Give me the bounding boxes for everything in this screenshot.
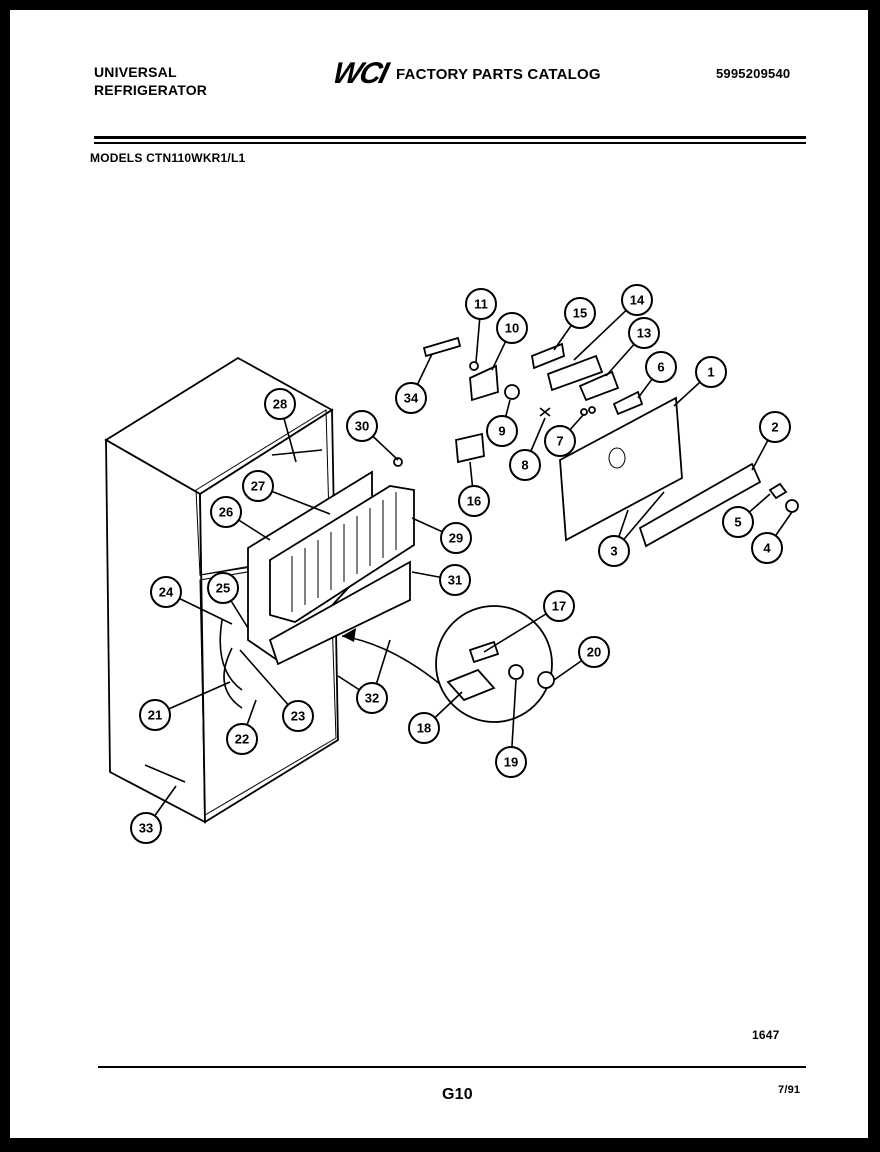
callout-number: 27 (251, 479, 265, 494)
callout-number: 33 (139, 821, 153, 836)
callout-number: 16 (467, 494, 481, 509)
models-label: MODELS CTN110WKR1/L1 (90, 151, 246, 165)
callout-6: 6 (645, 351, 677, 383)
callout-4: 4 (751, 532, 783, 564)
callout-number: 2 (771, 420, 778, 435)
callout-5: 5 (722, 506, 754, 538)
callout-27: 27 (242, 470, 274, 502)
callout-3: 3 (598, 535, 630, 567)
catalog-title: FACTORY PARTS CATALOG (396, 66, 601, 83)
callout-number: 26 (219, 505, 233, 520)
callout-33: 33 (130, 812, 162, 844)
date-code: 7/91 (778, 1084, 801, 1096)
callout-20: 20 (578, 636, 610, 668)
callout-number: 15 (573, 306, 587, 321)
callout-18: 18 (408, 712, 440, 744)
callout-number: 30 (355, 419, 369, 434)
callout-number: 32 (365, 691, 379, 706)
detail-circle (435, 605, 553, 723)
callout-1: 1 (695, 356, 727, 388)
callout-number: 13 (637, 326, 651, 341)
header-rule-top (94, 136, 806, 139)
callout-10: 10 (496, 312, 528, 344)
callout-number: 29 (449, 531, 463, 546)
callout-32: 32 (356, 682, 388, 714)
callout-number: 11 (474, 297, 488, 312)
callout-7: 7 (544, 425, 576, 457)
callout-2: 2 (759, 411, 791, 443)
callout-number: 5 (734, 515, 741, 530)
callout-8: 8 (509, 449, 541, 481)
brand-line-2: REFRIGERATOR (94, 82, 208, 98)
callout-number: 19 (504, 755, 518, 770)
callout-number: 6 (657, 360, 664, 375)
callout-number: 7 (556, 434, 563, 449)
control-panel (559, 396, 683, 542)
callout-number: 31 (448, 573, 462, 588)
callout-number: 14 (630, 293, 645, 308)
callout-number: 20 (587, 645, 601, 660)
page-code: G10 (442, 1086, 473, 1103)
wci-logo: WCI (330, 56, 392, 88)
callout-number: 24 (159, 585, 174, 600)
callout-13: 13 (628, 317, 660, 349)
callout-number: 17 (552, 599, 566, 614)
callout-31: 31 (439, 564, 471, 596)
callout-number: 21 (148, 708, 162, 723)
exploded-parts-diagram: 1 2 3 4 5 6 7 8 9 10 11 13 14 15 16 17 1… (104, 284, 799, 844)
header-rule-bottom (94, 142, 806, 144)
callout-number: 23 (291, 709, 305, 724)
callout-number: 3 (610, 544, 617, 559)
callout-11: 11 (465, 288, 497, 320)
callout-number: 18 (417, 721, 431, 736)
callout-24: 24 (150, 576, 182, 608)
callout-9: 9 (486, 415, 518, 447)
diagram-number: 1647 (752, 1028, 780, 1042)
callout-15: 15 (564, 297, 596, 329)
catalog-sheet: UNIVERSAL REFRIGERATOR WCI FACTORY PARTS… (10, 10, 868, 1138)
callout-number: 10 (505, 321, 519, 336)
callout-number: 25 (216, 581, 230, 596)
callout-number: 34 (404, 391, 419, 406)
callout-30: 30 (346, 410, 378, 442)
callout-22: 22 (226, 723, 258, 755)
footer-rule (98, 1066, 806, 1068)
svg-text:WCI: WCI (330, 56, 392, 88)
callout-26: 26 (210, 496, 242, 528)
callout-number: 22 (235, 732, 249, 747)
callout-21: 21 (139, 699, 171, 731)
callout-34: 34 (395, 382, 427, 414)
control-trim (638, 462, 762, 548)
callout-23: 23 (282, 700, 314, 732)
callout-number: 9 (498, 424, 505, 439)
callout-number: 4 (763, 541, 771, 556)
callout-25: 25 (207, 572, 239, 604)
evaporator (247, 470, 415, 666)
callout-19: 19 (495, 746, 527, 778)
callout-16: 16 (458, 485, 490, 517)
callout-29: 29 (440, 522, 472, 554)
callout-14: 14 (621, 284, 653, 316)
callout-number: 8 (521, 458, 528, 473)
callout-number: 28 (273, 397, 287, 412)
catalog-number: 5995209540 (716, 66, 791, 81)
callout-number: 1 (707, 365, 714, 380)
brand-line-1: UNIVERSAL (94, 64, 177, 80)
callout-28: 28 (264, 388, 296, 420)
callout-17: 17 (543, 590, 575, 622)
